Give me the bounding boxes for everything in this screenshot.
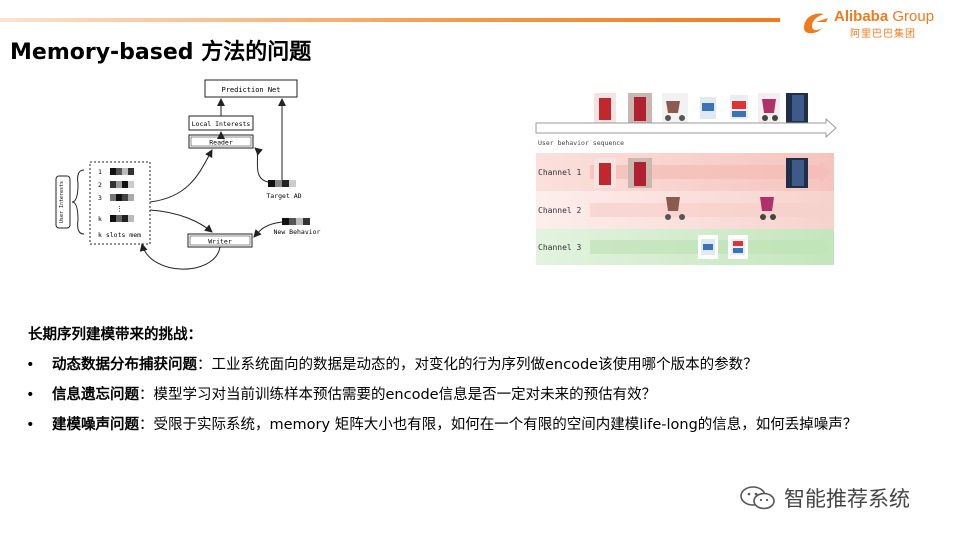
challenge-term: 动态数据分布捕获问题 <box>52 357 197 373</box>
target-ad-embedding <box>268 180 296 187</box>
challenge-text: ：工业系统面向的数据是动态的，对变化的行为序列做encode该使用哪个版本的参数… <box>197 357 758 373</box>
header-accent-bar <box>0 18 780 22</box>
alibaba-mark-icon <box>804 13 828 34</box>
memory-slots: 1 2 3 ⋮ k k slots mem <box>98 168 141 239</box>
challenge-term: 信息遗忘问题 <box>52 387 139 403</box>
prediction-net-label: Prediction Net <box>221 86 280 94</box>
brand-subtitle: 阿里巴巴集团 <box>850 29 916 40</box>
slot-label: ⋮ <box>116 205 123 213</box>
challenges-section: 长期序列建模带来的挑战： • 动态数据分布捕获问题：工业系统面向的数据是动态的，… <box>26 320 946 440</box>
watermark-text: 智能推荐系统 <box>784 487 910 511</box>
memory-caption: k slots mem <box>98 231 141 239</box>
memory-box <box>89 161 151 245</box>
writer-label: Writer <box>208 238 232 246</box>
reader-label: Reader <box>209 139 233 147</box>
wechat-watermark: 智能推荐系统 <box>738 483 938 513</box>
challenge-term: 建模噪声问题 <box>52 417 139 433</box>
stroller-item-icon <box>760 197 776 220</box>
brand-name: Alibaba Group <box>834 8 935 25</box>
channel-2-label: Channel 2 <box>538 206 582 215</box>
behavior-items-row <box>594 93 808 123</box>
bullet-dot: • <box>26 387 35 403</box>
challenge-text: ：受限于实际系统，memory 矩阵大小也有限，如何在一个有限的空间内建模lif… <box>139 417 858 433</box>
bullet-dot: • <box>26 357 35 373</box>
new-behavior-embedding <box>282 218 310 225</box>
challenges-heading: 长期序列建模带来的挑战： <box>28 327 202 343</box>
slot-label: 1 <box>98 168 102 176</box>
prediction-net-box <box>204 79 298 98</box>
wechat-icon <box>740 486 775 510</box>
slot-label: k <box>98 215 102 223</box>
stroller-item-icon <box>665 197 685 220</box>
sequence-label: User behavior sequence <box>538 139 624 147</box>
page-title: Memory-based 方法的问题 <box>10 40 312 65</box>
milk-powder-item-icon <box>698 235 718 259</box>
behavior-channel-diagram: User behavior sequence Channel 1 Channel… <box>535 93 837 265</box>
user-interests-box <box>55 175 71 229</box>
slot-label: 2 <box>98 181 102 189</box>
challenge-item: • 动态数据分布捕获问题：工业系统面向的数据是动态的，对变化的行为序列做enco… <box>26 350 946 380</box>
slot-label: 3 <box>98 194 102 202</box>
channel-3-label: Channel 3 <box>538 243 582 252</box>
challenge-item: • 建模噪声问题：受限于实际系统，memory 矩阵大小也有限，如何在一个有限的… <box>26 410 946 440</box>
bullet-dot: • <box>26 417 35 433</box>
channel-1-label: Channel 1 <box>538 168 582 177</box>
milk-powder-item-icon <box>728 235 748 259</box>
user-interests-label: User Interests <box>59 181 65 223</box>
challenge-text: ：模型学习对当前训练样本预估需要的encode信息是否一定对未来的预估有效？ <box>139 387 657 403</box>
local-interests-label: Local Interests <box>192 120 251 128</box>
new-behavior-label: New Behavior <box>274 228 321 236</box>
target-ad-label: Target AD <box>266 192 301 200</box>
challenge-item: • 信息遗忘问题：模型学习对当前训练样本预估需要的encode信息是否一定对未来… <box>26 380 946 410</box>
memory-architecture-diagram: Prediction Net Local Interests Reader Ta… <box>55 79 321 270</box>
alibaba-logo: Alibaba Group 阿里巴巴集团 <box>800 6 950 40</box>
sequence-arrow <box>535 117 837 139</box>
